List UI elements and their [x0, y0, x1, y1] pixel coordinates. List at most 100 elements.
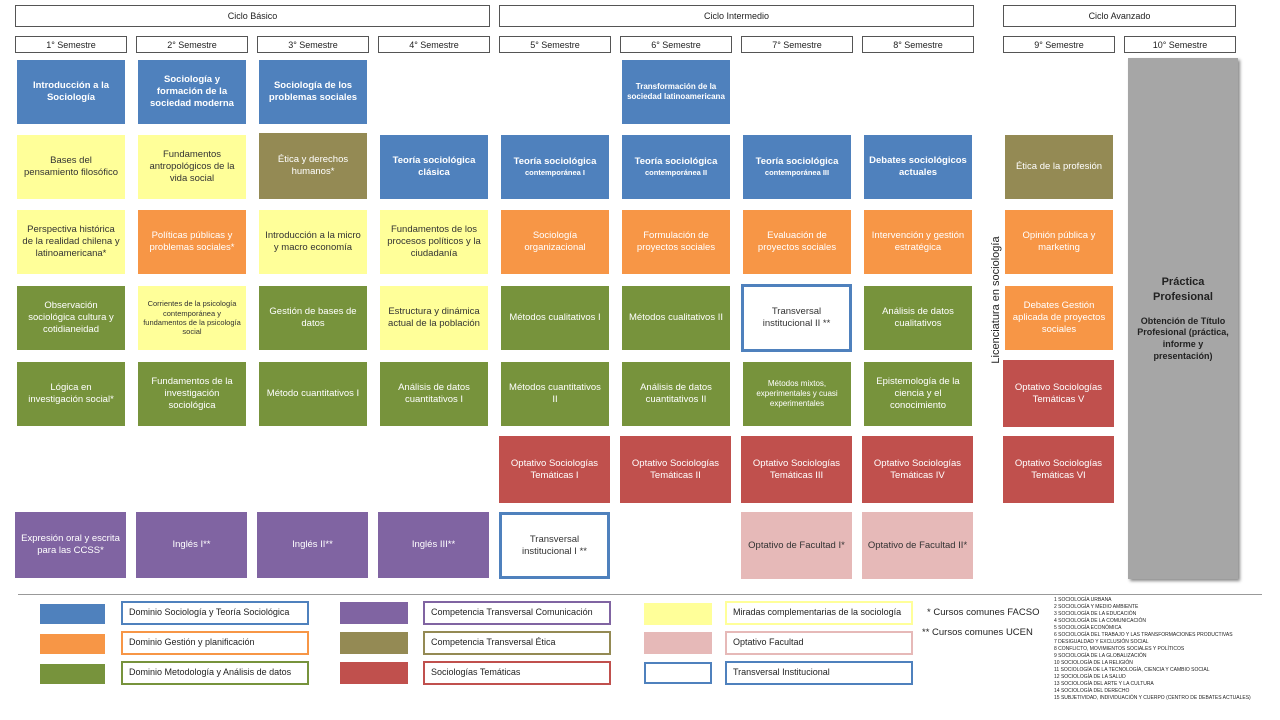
- legend-label-teoria: Dominio Sociología y Teoría Sociológica: [121, 601, 309, 625]
- course-transversal-institucional-2: Transversal institucional II **: [741, 284, 852, 352]
- course-title: Teoría sociológica: [513, 156, 597, 168]
- tematica-item: 4 SOCIOLOGÍA DE LA COMUNICACIÓN: [1054, 618, 1146, 624]
- tematica-item: 5 SOCIOLOGÍA ECONÓMICA: [1054, 625, 1122, 631]
- course-sociologia-problemas-sociales: Sociología de los problemas sociales: [259, 60, 367, 124]
- course-transversal-institucional-1: Transversal institucional I **: [499, 512, 610, 579]
- note-facso: * Cursos comunes FACSO: [927, 607, 1040, 618]
- course-intervencion-gestion: Intervención y gestión estratégica: [864, 210, 972, 274]
- course-subtitle: contemporánea II: [644, 168, 708, 178]
- course-gestion-bases-datos: Gestión de bases de datos: [259, 286, 367, 350]
- legend-swatch-optativo-facultad: [644, 632, 712, 654]
- semester-10-header: 10° Semestre: [1124, 36, 1236, 53]
- course-perspectiva-historica: Perspectiva histórica de la realidad chi…: [17, 210, 125, 274]
- course-etica-profesion: Ética de la profesión: [1005, 135, 1113, 199]
- course-practica-profesional: Práctica Profesional Obtención de Título…: [1128, 58, 1238, 579]
- course-evaluacion-proyectos: Evaluación de proyectos sociales: [743, 210, 851, 274]
- legend-swatch-comunicacion: [340, 602, 408, 624]
- semester-9-header: 9° Semestre: [1003, 36, 1115, 53]
- legend-divider: [18, 594, 1262, 595]
- tematica-item: 12 SOCIOLOGÍA DE LA SALUD: [1054, 674, 1126, 680]
- course-title: Teoría sociológica: [755, 156, 839, 168]
- tematica-item: 10 SOCIOLOGÍA DE LA RELIGIÓN: [1054, 660, 1133, 666]
- practica-subtitle: Obtención de Título Profesional (práctic…: [1137, 315, 1229, 361]
- legend-label-metodologia: Dominio Metodología y Análisis de datos: [121, 661, 309, 685]
- semester-8-header: 8° Semestre: [862, 36, 974, 53]
- course-fundamentos-antropologicos: Fundamentos antropológicos de la vida so…: [138, 135, 246, 199]
- tematica-item: 15 SUBJETIVIDAD, INDIVIDUACIÓN Y CUERPO …: [1054, 695, 1251, 701]
- course-metodos-cualitativos-1: Métodos cualitativos I: [501, 286, 609, 350]
- semester-6-header: 6° Semestre: [620, 36, 732, 53]
- cycle-basico: Ciclo Básico: [15, 5, 490, 27]
- cycle-avanzado: Ciclo Avanzado: [1003, 5, 1236, 27]
- course-opinion-publica: Opinión pública y marketing: [1005, 210, 1113, 274]
- tematica-item: 9 SOCIOLOGÍA DE LA GLOBALIZACIÓN: [1054, 653, 1147, 659]
- course-etica-derechos-humanos: Ética y derechos humanos*: [259, 133, 367, 199]
- course-ingles-1: Inglés I**: [136, 512, 247, 578]
- course-sociologia-organizacional: Sociología organizacional: [501, 210, 609, 274]
- tematica-item: 2 SOCIOLOGÍA Y MEDIO AMBIENTE: [1054, 604, 1139, 610]
- course-debates-sociologicos: Debates sociológicos actuales: [864, 135, 972, 199]
- course-teoria-clasica: Teoría sociológica clásica: [380, 135, 488, 199]
- semester-7-header: 7° Semestre: [741, 36, 853, 53]
- course-optativo-facultad-2: Optativo de Facultad II*: [862, 512, 973, 579]
- course-title: Teoría sociológica: [634, 156, 718, 168]
- course-observacion-sociologica: Observación sociológica cultura y cotidi…: [17, 286, 125, 350]
- course-transformacion-latinoamericana: Transformación de la sociedad latinoamer…: [622, 60, 730, 124]
- licenciatura-label: Licenciatura en sociología: [990, 236, 1002, 364]
- course-epistemologia: Epistemología de la ciencia y el conocim…: [864, 362, 972, 426]
- tematica-item: 6 SOCIOLOGÍA DEL TRABAJO Y LAS TRANSFORM…: [1054, 632, 1233, 638]
- course-analisis-cuantitativos-1: Análisis de datos cuantitativos I: [380, 362, 488, 426]
- legend-label-miradas: Miradas complementarias de la sociología: [725, 601, 913, 625]
- practica-title: Práctica Profesional: [1153, 275, 1213, 304]
- course-estructura-poblacion: Estructura y dinámica actual de la pobla…: [380, 286, 488, 350]
- course-analisis-cuantitativos-2: Análisis de datos cuantitativos II: [622, 362, 730, 426]
- course-formulacion-proyectos: Formulación de proyectos sociales: [622, 210, 730, 274]
- course-analisis-cualitativos: Análisis de datos cualitativos: [864, 286, 972, 350]
- tematica-item: 7 DESIGUALDAD Y EXCLUSIÓN SOCIAL: [1054, 639, 1149, 645]
- course-sociologia-sociedad-moderna: Sociología y formación de la sociedad mo…: [138, 60, 246, 124]
- semester-5-header: 5° Semestre: [499, 36, 611, 53]
- legend-label-transversal: Transversal Institucional: [725, 661, 913, 685]
- legend-label-optativo-facultad: Optativo Facultad: [725, 631, 913, 655]
- legend-swatch-tematicas: [340, 662, 408, 684]
- course-expresion-oral: Expresión oral y escrita para las CCSS*: [15, 512, 126, 578]
- course-micro-macro-economia: Introducción a la micro y macro economía: [259, 210, 367, 274]
- course-optativo-tematicas-4: Optativo Sociologías Temáticas IV: [862, 436, 973, 503]
- course-optativo-tematicas-6: Optativo Sociologías Temáticas VI: [1003, 436, 1114, 503]
- course-teoria-contemporanea-1: Teoría sociológica contemporánea I: [501, 135, 609, 199]
- course-teoria-contemporanea-3: Teoría sociológica contemporánea III: [743, 135, 851, 199]
- semester-3-header: 3° Semestre: [257, 36, 369, 53]
- course-debates-gestion: Debates Gestión aplicada de proyectos so…: [1005, 286, 1113, 350]
- course-metodos-cuantitativos-2: Métodos cuantitativos II: [501, 362, 609, 426]
- semester-4-header: 4° Semestre: [378, 36, 490, 53]
- course-optativo-tematicas-3: Optativo Sociologías Temáticas III: [741, 436, 852, 503]
- tematica-item: 1 SOCIOLOGÍA URBANA: [1054, 597, 1112, 603]
- legend-swatch-metodologia: [40, 664, 105, 684]
- semester-2-header: 2° Semestre: [136, 36, 248, 53]
- course-procesos-politicos: Fundamentos de los procesos políticos y …: [380, 210, 488, 274]
- tematica-item: 13 SOCIOLOGÍA DEL ARTE Y LA CULTURA: [1054, 681, 1154, 687]
- semester-1-header: 1° Semestre: [15, 36, 127, 53]
- course-teoria-contemporanea-2: Teoría sociológica contemporánea II: [622, 135, 730, 199]
- legend-swatch-miradas: [644, 603, 712, 625]
- course-optativo-tematicas-1: Optativo Sociologías Temáticas I: [499, 436, 610, 503]
- course-politicas-publicas: Políticas públicas y problemas sociales*: [138, 210, 246, 274]
- course-ingles-3: Inglés III**: [378, 512, 489, 578]
- course-optativo-tematicas-5: Optativo Sociologías Temáticas V: [1003, 360, 1114, 427]
- legend-swatch-gestion: [40, 634, 105, 654]
- course-fundamentos-investigacion: Fundamentos de la investigación sociológ…: [138, 362, 246, 426]
- course-metodo-cuantitativos-1: Método cuantitativos I: [259, 362, 367, 426]
- legend-swatch-transversal: [644, 662, 712, 684]
- course-ingles-2: Inglés II**: [257, 512, 368, 578]
- course-optativo-facultad-1: Optativo de Facultad I*: [741, 512, 852, 579]
- legend-label-gestion: Dominio Gestión y planificación: [121, 631, 309, 655]
- tematica-item: 14 SOCIOLOGÍA DEL DERECHO: [1054, 688, 1130, 694]
- legend-label-etica: Competencia Transversal Ética: [423, 631, 611, 655]
- legend-swatch-teoria: [40, 604, 105, 624]
- tematica-item: 3 SOCIOLOGÍA DE LA EDUCACIÓN: [1054, 611, 1137, 617]
- note-ucen: ** Cursos comunes UCEN: [922, 627, 1033, 638]
- course-corrientes-psicologia: Corrientes de la psicología contemporáne…: [138, 286, 246, 350]
- course-logica-investigacion: Lógica en investigación social*: [17, 362, 125, 426]
- tematica-item: 8 CONFLICTO, MOVIMIENTOS SOCIALES Y POLÍ…: [1054, 646, 1185, 652]
- course-intro-sociologia: Introducción a la Sociología: [17, 60, 125, 124]
